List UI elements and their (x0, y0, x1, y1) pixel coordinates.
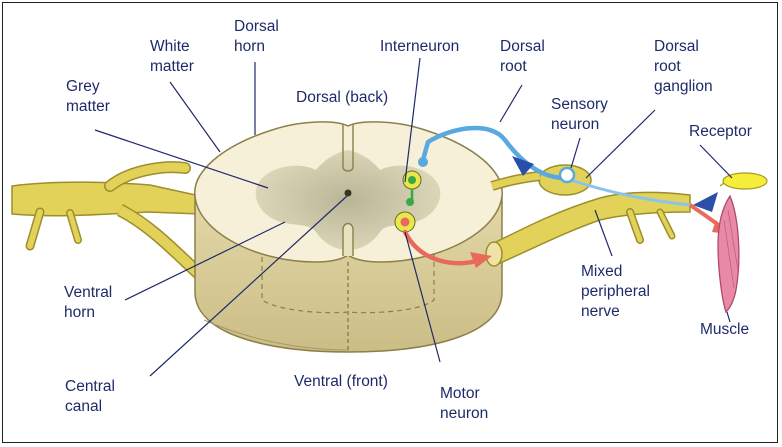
label-mixed-peripheral-nerve: Mixed peripheral nerve (581, 263, 650, 320)
svg-text:nerve: nerve (581, 303, 620, 320)
label-sensory-neuron: Sensory neuron (551, 96, 608, 133)
svg-text:Dorsal: Dorsal (654, 38, 699, 55)
label-muscle: Muscle (700, 321, 749, 338)
svg-text:Grey: Grey (66, 78, 100, 95)
label-dorsal-root-ganglion: Dorsal root ganglion (654, 38, 713, 95)
svg-text:Sensory: Sensory (551, 96, 608, 113)
svg-text:horn: horn (234, 38, 265, 55)
label-ventral-horn: Ventral horn (64, 284, 112, 321)
right-spinal-nerve (486, 165, 690, 266)
svg-text:matter: matter (150, 58, 194, 75)
svg-text:Dorsal: Dorsal (234, 18, 279, 35)
svg-text:Dorsal: Dorsal (500, 38, 545, 55)
svg-text:Central: Central (65, 378, 115, 395)
label-motor-neuron: Motor neuron (440, 385, 488, 422)
svg-text:horn: horn (64, 304, 95, 321)
label-dorsal-back: Dorsal (back) (296, 89, 388, 106)
label-dorsal-horn: Dorsal horn (234, 18, 279, 55)
label-central-canal: Central canal (65, 378, 115, 415)
svg-text:neuron: neuron (551, 116, 599, 133)
svg-text:root: root (654, 58, 681, 75)
label-interneuron: Interneuron (380, 38, 459, 55)
svg-text:ganglion: ganglion (654, 78, 713, 95)
label-ventral-front: Ventral (front) (294, 373, 388, 390)
svg-text:White: White (150, 38, 190, 55)
svg-text:Ventral: Ventral (64, 284, 112, 301)
spinal-cord-segment (195, 122, 502, 352)
central-canal-dot (345, 190, 352, 197)
svg-text:peripheral: peripheral (581, 283, 650, 300)
label-white-matter: White matter (150, 38, 194, 75)
svg-text:matter: matter (66, 98, 110, 115)
svg-text:neuron: neuron (440, 405, 488, 422)
svg-text:Mixed: Mixed (581, 263, 622, 280)
label-dorsal-root: Dorsal root (500, 38, 545, 75)
svg-text:canal: canal (65, 398, 102, 415)
svg-text:root: root (500, 58, 527, 75)
label-receptor: Receptor (689, 123, 752, 140)
svg-text:Motor: Motor (440, 385, 480, 402)
label-grey-matter: Grey matter (66, 78, 110, 115)
